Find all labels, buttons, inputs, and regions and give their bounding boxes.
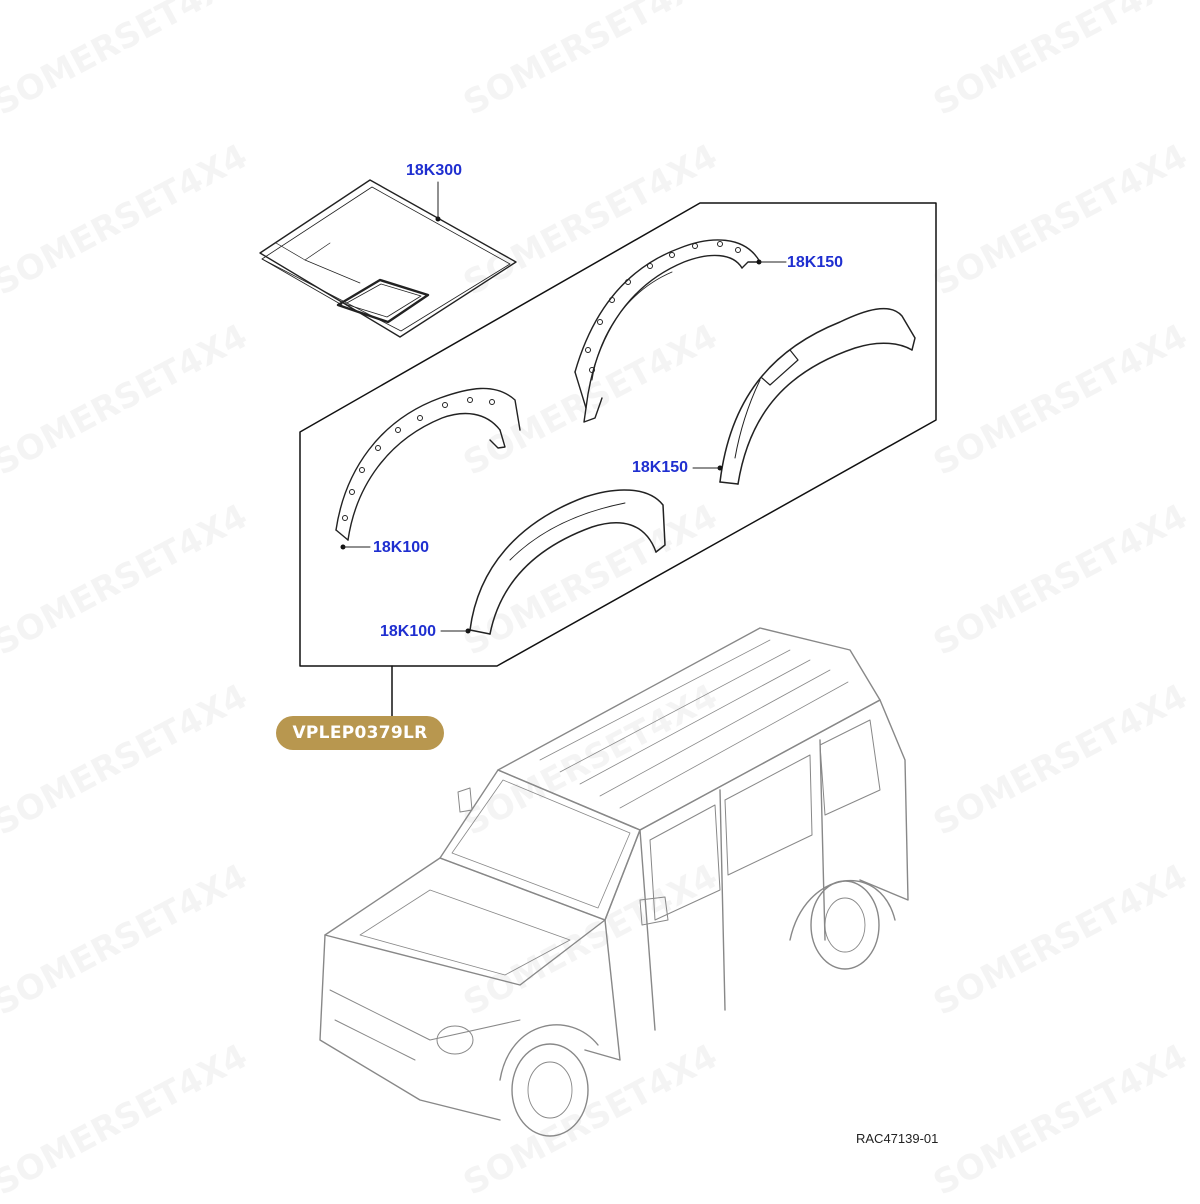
part-label-18K100-upper: 18K100 [373,539,430,556]
kit-bracket-frame [299,202,937,667]
kit-part-number-badge[interactable]: VPLEP0379LR [276,716,444,750]
part-label-18K300: 18K300 [406,162,463,179]
rear-arch-fixings-part [574,239,787,423]
part-label-18K100-lower: 18K100 [380,623,437,640]
rear-arch-moulding-part [692,307,916,485]
illustration-reference: RAC47139-01 [856,1131,939,1146]
part-label-18K150-upper: 18K150 [787,254,844,271]
front-arch-moulding-part [440,489,666,635]
bonnet-decal-part [259,179,517,338]
part-label-18K150-lower: 18K150 [632,459,689,476]
front-arch-fixings-part [335,387,521,550]
vehicle-outline [319,627,909,1137]
